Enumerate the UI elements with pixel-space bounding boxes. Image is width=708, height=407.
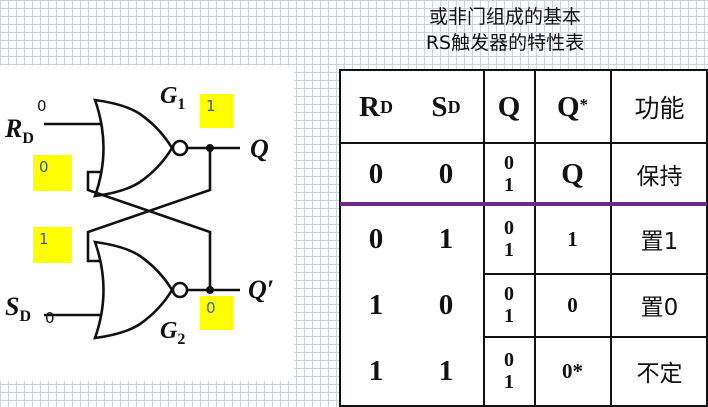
sd-label: SD	[5, 292, 32, 326]
caption: 或非门组成的基本 RS触发器的特性表	[345, 4, 665, 56]
row4-function: 不定	[636, 361, 683, 387]
junction-top	[206, 144, 214, 152]
row1-qstar: Q	[561, 157, 584, 190]
nor-gate-1	[93, 98, 174, 198]
row3-function: 置0	[640, 295, 679, 321]
caption-line-1: 或非门组成的基本	[428, 6, 581, 28]
row3-sd: 0	[438, 288, 454, 321]
row1-function: 保持	[636, 164, 683, 190]
nor-gate-1-bubble	[171, 139, 189, 157]
yellow-box-g2-out: 0	[200, 296, 234, 330]
row2-rd: 0	[368, 222, 384, 255]
header-qstar: Q*	[556, 90, 589, 123]
junction-bottom	[206, 286, 214, 294]
row1-sd: 0	[438, 157, 454, 190]
truth-table	[339, 69, 708, 407]
sd-value: 0	[45, 309, 55, 327]
yellow-box-feedback-bottom: 1	[33, 227, 72, 263]
rd-value: 0	[37, 97, 47, 115]
feedback-qprime-to-g1	[86, 170, 212, 290]
row2-function: 置1	[640, 229, 679, 255]
header-function: 功能	[634, 94, 685, 123]
row3-rd: 1	[368, 288, 384, 321]
row2-qstar: 1	[567, 226, 578, 251]
yellow-box-g1-out: 1	[200, 94, 234, 128]
row4-rd: 1	[368, 354, 384, 387]
nor-latch-circuit	[44, 98, 240, 340]
nor-gate-2-bubble	[171, 281, 189, 299]
yellow-box-feedback-top: 0	[33, 155, 72, 191]
q-label: Q	[250, 134, 269, 163]
truth-table-grid	[339, 69, 708, 407]
row4-sd: 1	[438, 354, 454, 387]
row2-sd: 1	[438, 222, 454, 255]
row4-qstar: 0*	[562, 358, 583, 383]
gate-2-label: G2	[160, 318, 186, 348]
caption-line-2: RS触发器的特性表	[425, 32, 585, 54]
rd-label: RD	[5, 114, 34, 148]
q-prime-label: Q′	[248, 275, 275, 304]
row3-qstar: 0	[567, 292, 578, 317]
feedback-q-to-g2	[86, 148, 212, 263]
gate-1-label: G1	[160, 83, 186, 113]
row1-rd: 0	[368, 157, 384, 190]
header-q: Q	[497, 90, 521, 123]
